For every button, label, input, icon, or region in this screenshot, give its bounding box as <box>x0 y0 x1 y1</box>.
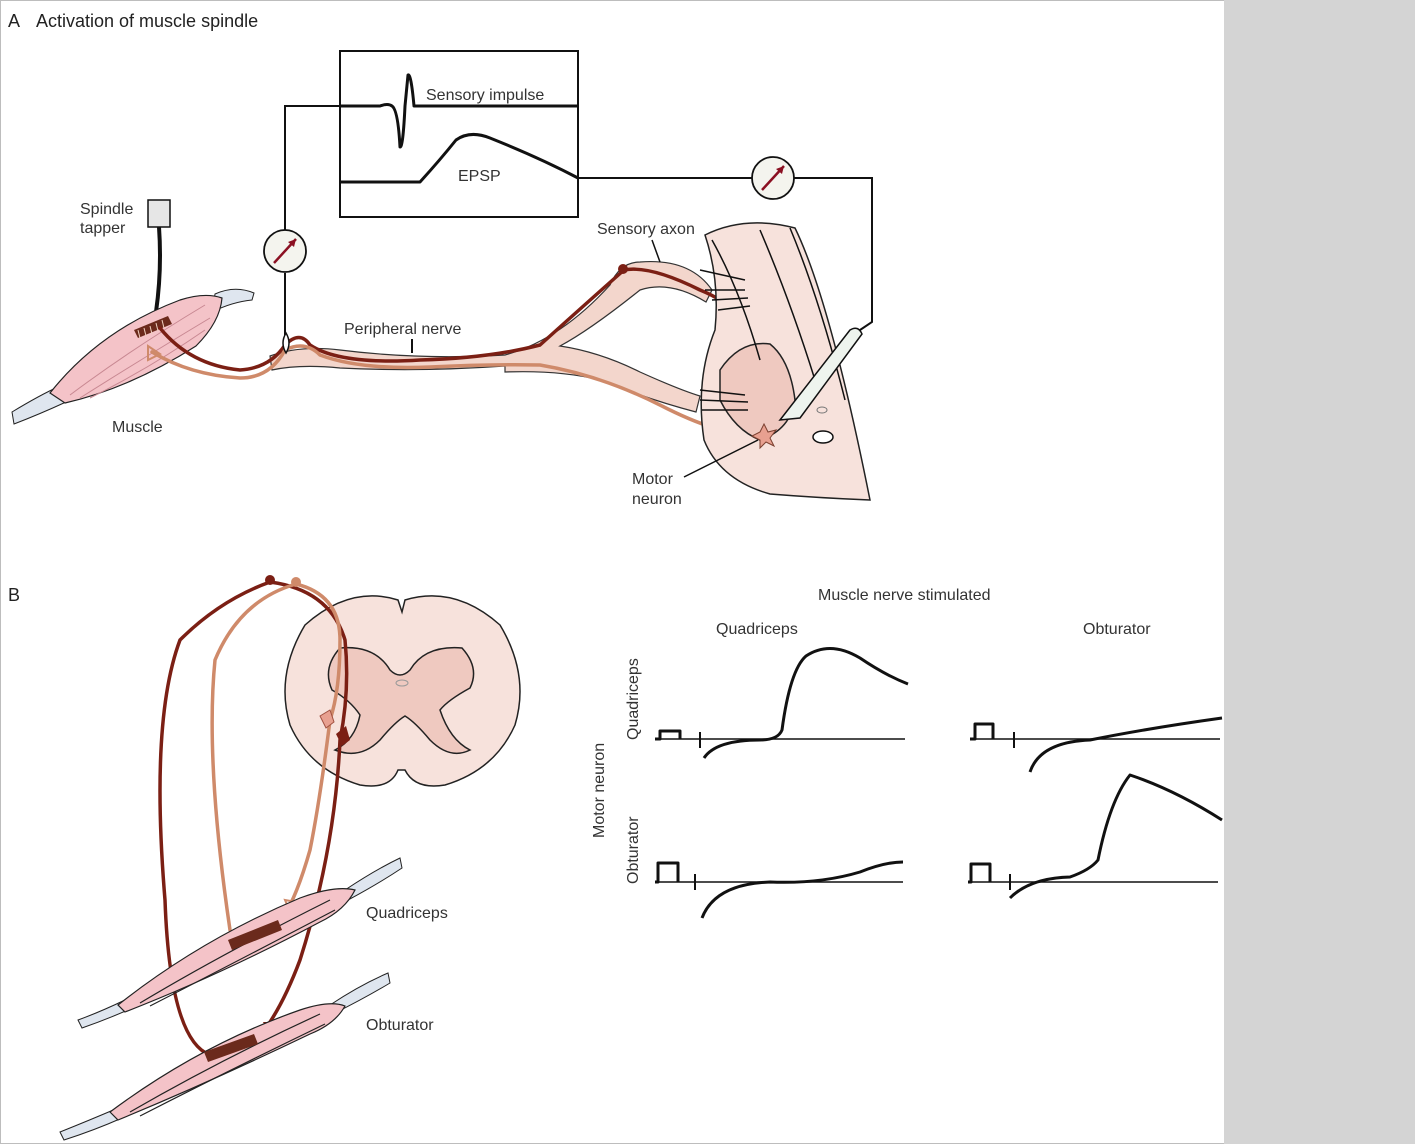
trace-quad-to-quad <box>655 648 908 758</box>
trace-quad-to-obt <box>655 862 903 918</box>
row-axis-label: Motor neuron <box>591 743 608 838</box>
spinal-cord-a <box>700 223 870 500</box>
recording-wire-sensory <box>285 106 340 230</box>
stimulated-title: Muscle nerve stimulated <box>818 587 991 604</box>
meter-sensory-icon <box>264 230 306 272</box>
column-quadriceps: Quadriceps <box>716 621 798 638</box>
motor-neuron-label-1: Motor <box>632 471 674 488</box>
muscle-label: Muscle <box>112 419 163 436</box>
quadriceps-muscle-label: Quadriceps <box>366 905 448 922</box>
meter-motor-icon <box>752 157 794 199</box>
spindle-tapper-label-2: tapper <box>80 220 126 237</box>
motor-neuron-label-2: neuron <box>632 491 682 508</box>
row-quadriceps: Quadriceps <box>625 658 642 740</box>
panel-a-letter: A <box>8 11 20 31</box>
panel-b: B Quadriceps <box>8 575 1222 1140</box>
obturator-muscle <box>60 973 390 1140</box>
obturator-muscle-label: Obturator <box>366 1017 434 1034</box>
peripheral-nerve <box>148 262 772 436</box>
figure-canvas: A Activation of muscle spindle Sensory i… <box>0 0 1224 1144</box>
spindle-tapper-icon <box>148 200 170 312</box>
panel-a: A Activation of muscle spindle Sensory i… <box>8 11 872 508</box>
trace-obt-to-quad <box>970 718 1222 772</box>
column-obturator: Obturator <box>1083 621 1151 638</box>
spindle-tapper-label-1: Spindle <box>80 201 133 218</box>
quadriceps-afferent-cell <box>291 577 301 587</box>
sensory-axon-pointer <box>652 240 660 262</box>
epsp-label: EPSP <box>458 168 501 185</box>
sensory-axon-label: Sensory axon <box>597 221 695 238</box>
spinal-cord-b <box>285 596 520 786</box>
obturator-afferent-cell <box>265 575 275 585</box>
trace-obt-to-obt <box>968 775 1222 898</box>
muscle-a <box>12 289 254 424</box>
peripheral-nerve-label: Peripheral nerve <box>344 321 462 338</box>
sensory-impulse-label: Sensory impulse <box>426 87 544 104</box>
side-panel <box>1224 0 1415 1144</box>
oscilloscope: Sensory impulse EPSP <box>340 51 578 217</box>
row-obturator: Obturator <box>625 816 642 884</box>
panel-b-letter: B <box>8 585 20 605</box>
panel-a-title: Activation of muscle spindle <box>36 11 258 31</box>
